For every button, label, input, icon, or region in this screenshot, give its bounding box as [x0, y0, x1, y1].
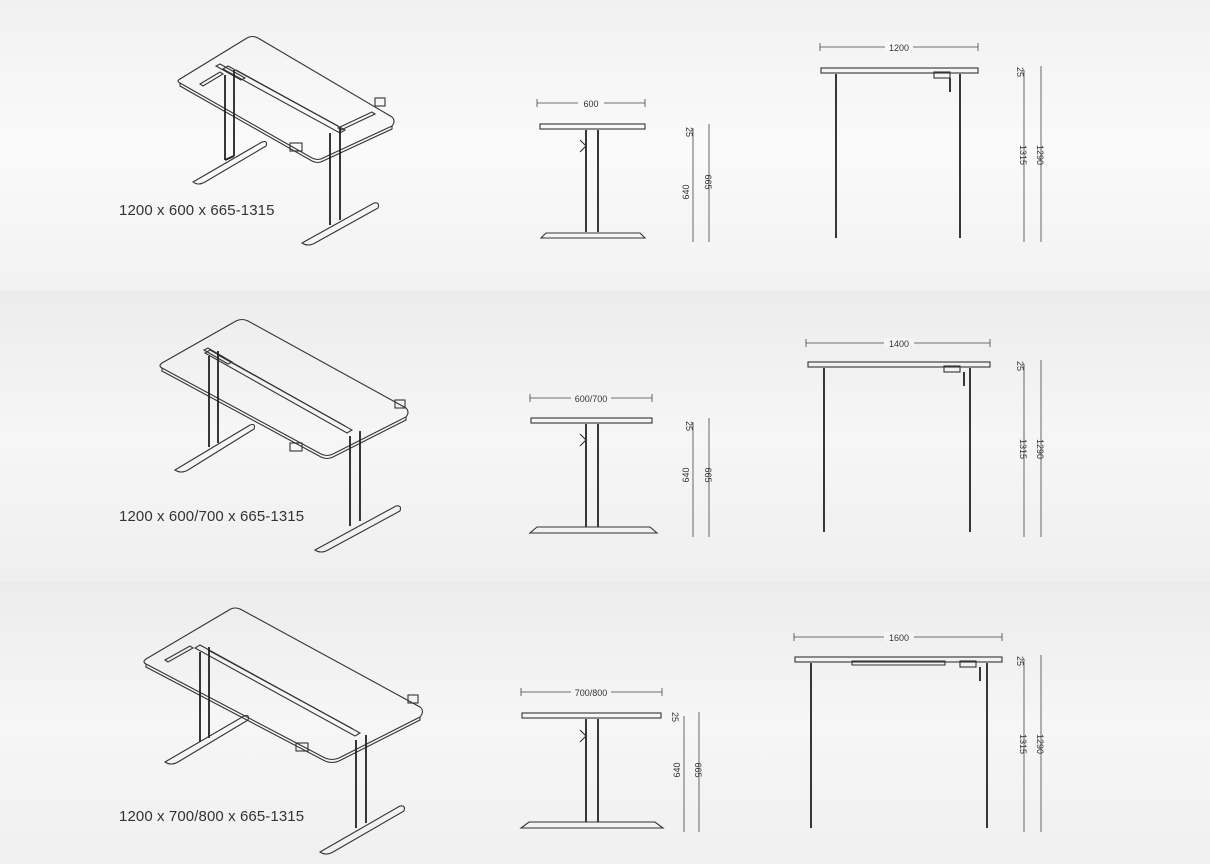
front-width-label-3: 1600	[889, 633, 909, 643]
iso-desk-1	[177, 35, 395, 246]
front-view-2: 1400 25 1315 1290	[805, 338, 1045, 537]
min-total-label-2: 665	[703, 467, 713, 482]
stroke-height-label-2: 1315	[1018, 439, 1028, 459]
side-width-label-3: 700/800	[575, 688, 608, 698]
side-width-label-2: 600/700	[575, 394, 608, 404]
stroke-height-label-3: 1315	[1018, 734, 1028, 754]
front-view-3: 1600 25 1315 1290	[793, 632, 1045, 832]
side-view-1: 600 25 640 665	[536, 98, 713, 242]
variant-2-caption: 1200 x 600/700 x 665-1315	[119, 508, 305, 525]
front-width-label-1: 1200	[889, 43, 909, 53]
top-thickness-right-3: 25	[1015, 656, 1025, 666]
top-thickness-label-3: 25	[670, 712, 680, 722]
top-thickness-label-2: 25	[684, 421, 694, 431]
max-height-label-2: 1290	[1035, 439, 1045, 459]
front-width-label-2: 1400	[889, 339, 909, 349]
side-view-2: 600/700 25 640 665	[528, 393, 713, 537]
top-thickness-right-1: 25	[1015, 67, 1025, 77]
min-height-label-2: 640	[681, 467, 691, 482]
top-thickness-right-2: 25	[1015, 361, 1025, 371]
min-height-label-1: 640	[681, 184, 691, 199]
stroke-height-label-1: 1315	[1018, 145, 1028, 165]
variant-row-1	[0, 0, 1210, 290]
variant-1-caption: 1200 x 600 x 665-1315	[119, 202, 275, 219]
side-width-label-1: 600	[583, 99, 598, 109]
min-total-label-3: 665	[693, 762, 703, 777]
max-height-label-3: 1290	[1035, 734, 1045, 754]
variant-3-caption: 1200 x 700/800 x 665-1315	[119, 808, 305, 825]
min-height-label-3: 640	[672, 762, 682, 777]
iso-desk-2	[159, 318, 409, 553]
min-total-label-1: 665	[703, 174, 713, 189]
top-thickness-label-1: 25	[684, 127, 694, 137]
iso-desk-3	[143, 607, 424, 855]
side-view-3: 700/800 25 640 665	[519, 687, 703, 832]
max-height-label-1: 1290	[1035, 145, 1045, 165]
variant-row-3	[0, 582, 1210, 864]
front-view-1: 1200 25 1315 1290	[819, 42, 1045, 242]
